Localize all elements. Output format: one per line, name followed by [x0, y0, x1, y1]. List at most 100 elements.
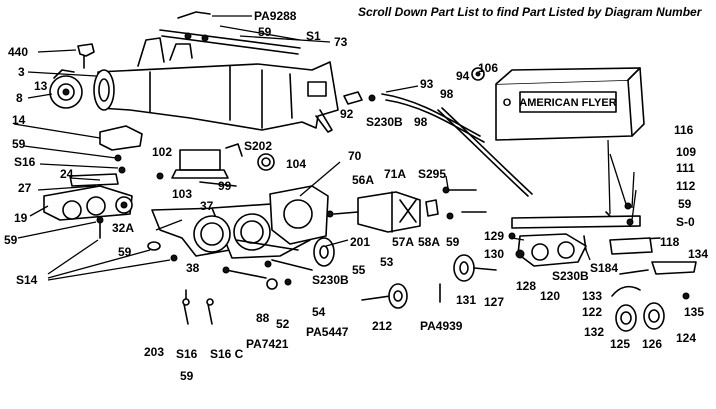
- label-93: 93: [420, 77, 434, 91]
- label-27: 27: [18, 181, 32, 195]
- part-labels: PA9288 59 S1 73 440 3 13 8 93 94 106 92 …: [4, 9, 708, 383]
- label-pa7421: PA7421: [246, 337, 289, 351]
- label-13: 13: [34, 79, 48, 93]
- label-73: 73: [334, 35, 348, 49]
- coupler-clip-part: [343, 67, 485, 105]
- tender-wheels-part: [615, 302, 665, 332]
- label-125: 125: [610, 337, 630, 351]
- wheelset-part: [361, 254, 497, 309]
- tender-body-part: AMERICAN FLYER O: [495, 67, 645, 141]
- label-s16c: S16 C: [210, 347, 244, 361]
- label-129: 129: [484, 229, 504, 243]
- label-54: 54: [312, 305, 326, 319]
- label-127: 127: [484, 295, 504, 309]
- label-s14: S14: [16, 273, 38, 287]
- header-note: Scroll Down Part List to find Part Liste…: [358, 5, 703, 19]
- label-52: 52: [276, 317, 290, 331]
- label-58a: 58A: [418, 235, 440, 249]
- label-132: 132: [584, 325, 604, 339]
- label-3: 3: [18, 65, 25, 79]
- label-135: 135: [684, 305, 704, 319]
- label-92: 92: [340, 107, 354, 121]
- label-103: 103: [172, 187, 192, 201]
- label-pa4939: PA4939: [420, 319, 463, 333]
- pilot-bracket-part: [99, 125, 143, 174]
- pilot-truck-part: [43, 173, 133, 221]
- label-71a: 71A: [384, 167, 406, 181]
- label-133: 133: [582, 289, 602, 303]
- label-122: 122: [582, 305, 602, 319]
- label-59d: 59: [446, 235, 460, 249]
- collector-shoe-part: [611, 269, 690, 300]
- label-s230b-b: S230B: [312, 273, 349, 287]
- leader-lines: [13, 15, 637, 281]
- label-8: 8: [16, 91, 23, 105]
- label-s230b-c: S230B: [552, 269, 589, 283]
- label-102: 102: [152, 145, 172, 159]
- label-203: 203: [144, 345, 164, 359]
- side-rods-part: [222, 259, 313, 290]
- label-59c: 59: [4, 233, 18, 247]
- label-104: 104: [286, 157, 306, 171]
- label-70: 70: [348, 149, 362, 163]
- label-98b: 98: [414, 115, 428, 129]
- label-59e: 59: [678, 197, 692, 211]
- label-130: 130: [484, 247, 504, 261]
- label-s16: S16: [14, 155, 36, 169]
- label-98: 98: [440, 87, 454, 101]
- chassis-frame-part: [151, 185, 329, 259]
- label-109: 109: [676, 145, 696, 159]
- label-56a: 56A: [352, 173, 374, 187]
- label-32a: 32A: [112, 221, 134, 235]
- label-s16-b: S16: [176, 347, 198, 361]
- label-59b: 59: [12, 137, 26, 151]
- tender-frame-part: [511, 202, 661, 241]
- drawbar-cable-part: [381, 93, 533, 197]
- handrail-part: [159, 11, 301, 55]
- label-pa9288: PA9288: [254, 9, 297, 23]
- boiler-shell-part: [93, 37, 339, 133]
- headlight-part: [77, 43, 95, 69]
- tender-truck-part: [508, 232, 697, 275]
- label-s230b: S230B: [366, 115, 403, 129]
- label-pa5447: PA5447: [306, 325, 349, 339]
- label-19: 19: [14, 211, 28, 225]
- screws-part: [96, 216, 214, 325]
- label-59f: 59: [118, 245, 132, 259]
- label-s1: S1: [306, 29, 321, 43]
- label-59: 59: [258, 25, 272, 39]
- svg-text:O: O: [503, 97, 512, 109]
- label-120: 120: [540, 289, 560, 303]
- label-s-0: S-0: [676, 215, 695, 229]
- label-53: 53: [380, 255, 394, 269]
- label-s295: S295: [418, 167, 446, 181]
- label-116: 116: [674, 123, 694, 137]
- label-124: 124: [676, 331, 696, 345]
- label-37: 37: [200, 199, 214, 213]
- label-128: 128: [516, 279, 536, 293]
- label-14: 14: [12, 113, 26, 127]
- label-99: 99: [218, 179, 232, 193]
- label-126: 126: [642, 337, 662, 351]
- label-57a: 57A: [392, 235, 414, 249]
- label-131: 131: [456, 293, 476, 307]
- motor-part: [326, 186, 487, 233]
- label-s202: S202: [244, 139, 272, 153]
- label-134: 134: [688, 247, 708, 261]
- label-38: 38: [186, 261, 200, 275]
- label-55: 55: [352, 263, 366, 277]
- tender-logo: AMERICAN FLYER: [519, 97, 616, 109]
- label-201: 201: [350, 235, 370, 249]
- label-59g: 59: [180, 369, 194, 383]
- label-440: 440: [8, 45, 28, 59]
- reverse-unit-part: [156, 143, 275, 187]
- label-112: 112: [676, 179, 696, 193]
- label-94: 94: [456, 69, 470, 83]
- drive-gear-part: [313, 237, 335, 267]
- label-118: 118: [660, 235, 680, 249]
- smokebox-front-part: [49, 69, 83, 109]
- label-88: 88: [256, 311, 270, 325]
- label-24: 24: [60, 167, 74, 181]
- label-111: 111: [676, 161, 695, 175]
